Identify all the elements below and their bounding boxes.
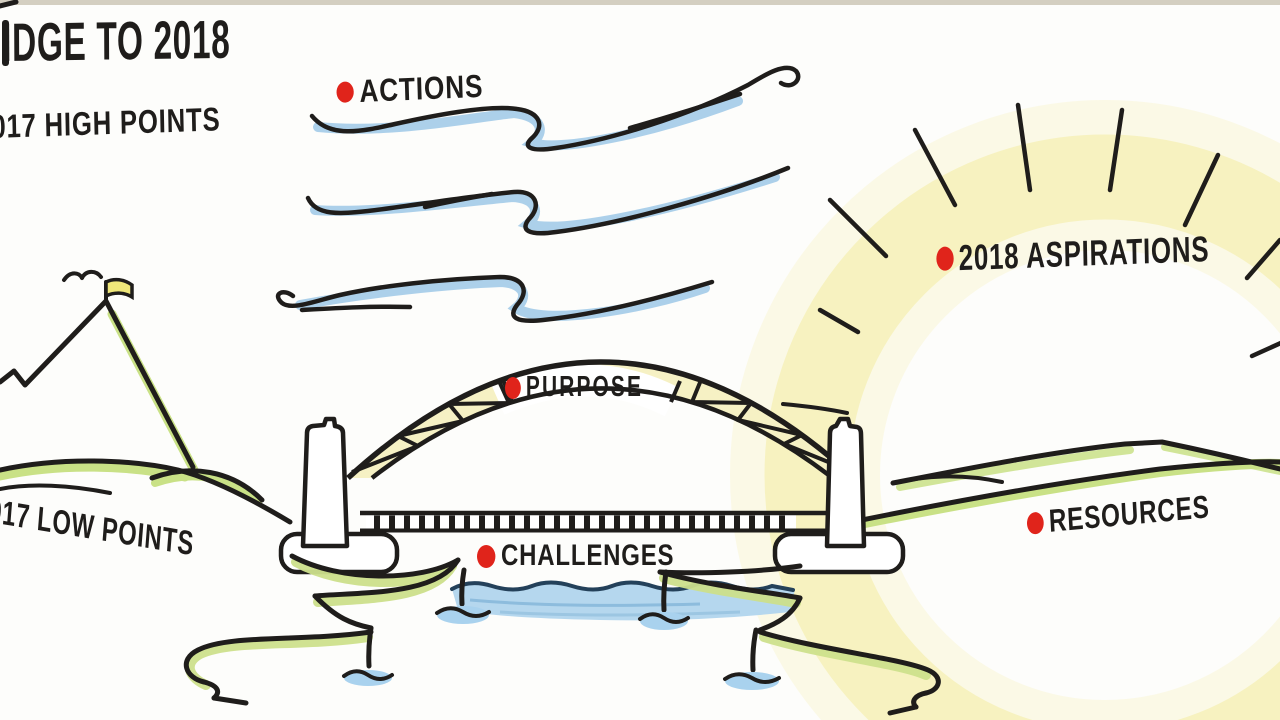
bullet-dot-icon [505,376,521,399]
top-strip [0,0,1280,5]
bullet-dot-icon [336,81,355,103]
bullet-dot-icon [936,246,954,271]
bullet-dot-icon [1026,510,1045,535]
label-high-points: 017 HIGH POINTS [0,100,221,146]
label-purpose: PURPOSE [505,371,643,404]
bullet-dot-icon [477,544,496,568]
label-challenges: CHALLENGES [477,539,674,573]
cropped-letter-stem [2,20,9,66]
hills-right [781,402,1280,530]
puddles-icon [342,606,781,690]
corner-mark [0,0,19,9]
label-actions: ACTIONS [336,68,484,111]
sun-icon [730,100,1280,720]
label-actions-text: ACTIONS [358,67,484,110]
label-high-points-text: 017 HIGH POINTS [0,100,221,145]
mountain-flag-icon [0,269,199,475]
label-challenges-text: CHALLENGES [501,539,675,572]
page-title-text: IDGE TO 2018 [2,9,231,73]
bird-icon [62,269,103,282]
hills-left [0,458,293,525]
wind-swirls-icon [275,65,801,323]
page-title: IDGE TO 2018 [2,9,231,74]
bridge-truss [351,379,849,474]
winding-paths [183,553,941,716]
sun-rays-icon [817,102,1280,359]
bridge-deck [360,510,850,533]
label-purpose-text: PURPOSE [525,371,644,403]
